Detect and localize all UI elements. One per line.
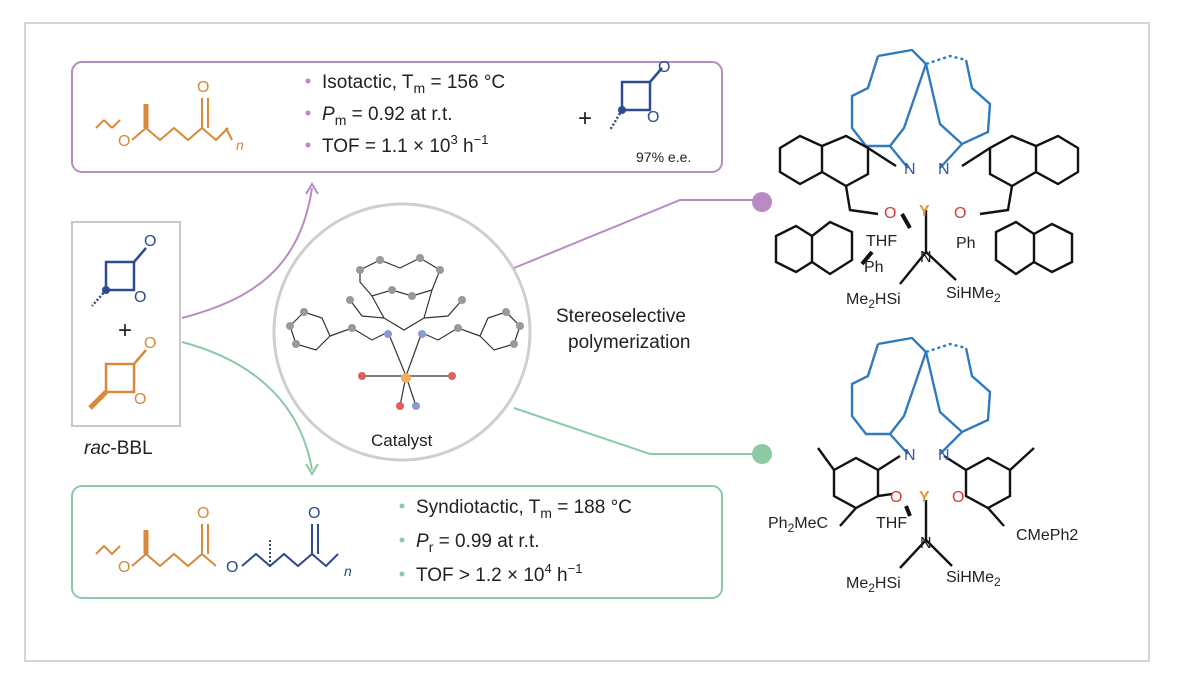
monomer-orange bbox=[88, 349, 147, 410]
struct-top-n-amide: N bbox=[920, 249, 932, 266]
struct-bot-n-right: N bbox=[938, 447, 950, 464]
structure-bottom-atoms: N N Y O O THF N Ph2MeC CMePh2 Me2HSi SiH… bbox=[768, 447, 1078, 595]
lactone-ring-o: O bbox=[647, 109, 659, 126]
ee-label: 97% e.e. bbox=[636, 149, 691, 165]
struct-top-o-right: O bbox=[954, 205, 966, 222]
polymer-o-atom: O bbox=[118, 133, 130, 150]
monomer-orange-co: O bbox=[144, 335, 156, 352]
struct-top-ph-left: Ph bbox=[864, 259, 884, 276]
monomer-plus: + bbox=[118, 317, 132, 344]
bullet-pr: Pr = 0.99 at r.t. bbox=[416, 531, 540, 555]
lactone-carbonyl-o: O bbox=[658, 59, 670, 76]
isotactic-bullets: Isotactic, Tm = 156 °C Pm = 0.92 at r.t.… bbox=[305, 72, 505, 157]
monomer-navy-co: O bbox=[144, 233, 156, 250]
struct-top-thf: THF bbox=[866, 233, 897, 250]
connector-bottom bbox=[513, 407, 760, 455]
stereoselective-text-line2: polymerization bbox=[568, 332, 691, 353]
synd-n-subscript: n bbox=[344, 563, 352, 579]
catalyst-circle bbox=[272, 202, 532, 462]
catalyst-structure-bottom bbox=[817, 336, 1035, 569]
struct-top-n-right: N bbox=[938, 161, 950, 178]
struct-top-yttrium: Y bbox=[919, 203, 930, 220]
struct-bot-yttrium: Y bbox=[919, 489, 930, 506]
isotactic-polymer-structure bbox=[95, 98, 233, 142]
monomer-navy-stereodot bbox=[102, 286, 110, 294]
syndiotactic-polymer-structure bbox=[95, 524, 339, 568]
bullet-syndiotactic: Syndiotactic, Tm = 188 °C bbox=[416, 497, 632, 521]
struct-bot-o-right: O bbox=[952, 489, 964, 506]
bullet-pm: Pm = 0.92 at r.t. bbox=[322, 104, 453, 128]
connector-dot-bottom bbox=[752, 444, 772, 464]
isotactic-box bbox=[71, 61, 723, 173]
syndiotactic-box bbox=[71, 485, 723, 599]
synd-o-atom-2: O bbox=[226, 559, 238, 576]
synd-carbonyl-o-1: O bbox=[197, 505, 209, 522]
stereocenter-dot bbox=[618, 106, 626, 114]
bullet-tof-bottom: TOF > 1.2 × 104 h−1 bbox=[416, 561, 582, 586]
stereoselective-text-line1: Stereoselective bbox=[556, 306, 686, 327]
monomer-box bbox=[71, 221, 181, 427]
polymer-carbonyl-o: O bbox=[197, 79, 209, 96]
struct-bot-cmeph2: CMePh2 bbox=[1016, 527, 1078, 544]
bullet-tof-top: TOF = 1.1 × 103 h−1 bbox=[322, 132, 488, 157]
connector-top bbox=[513, 199, 760, 269]
rac-bbl-label: rac-BBL bbox=[84, 438, 153, 459]
plus-top: + bbox=[578, 105, 592, 132]
synd-o-atom-1: O bbox=[118, 559, 130, 576]
arrowhead-bottom bbox=[305, 463, 319, 476]
struct-bot-n-left: N bbox=[904, 447, 916, 464]
polymer-n-subscript: n bbox=[236, 137, 244, 153]
struct-bot-sihme2: SiHMe2 bbox=[946, 569, 1001, 589]
struct-top-ph-right: Ph bbox=[956, 235, 976, 252]
struct-top-sihme2: SiHMe2 bbox=[946, 285, 1001, 305]
struct-bot-me2hsi: Me2HSi bbox=[846, 575, 901, 595]
monomer-navy-ro: O bbox=[134, 289, 146, 306]
connector-dot-top bbox=[752, 192, 772, 212]
catalyst-label: Catalyst bbox=[371, 431, 433, 450]
catalyst-structure-top bbox=[774, 48, 1080, 285]
struct-bot-ph2mec: Ph2MeC bbox=[768, 515, 828, 535]
struct-top-o-left: O bbox=[884, 205, 896, 222]
synd-carbonyl-o-2: O bbox=[308, 505, 320, 522]
beta-lactone-top bbox=[608, 67, 663, 131]
monomer-orange-ro: O bbox=[134, 391, 146, 408]
syndiotactic-bullets: Syndiotactic, Tm = 188 °C Pr = 0.99 at r… bbox=[399, 497, 632, 586]
struct-bot-n-amide: N bbox=[920, 535, 932, 552]
struct-bot-o-left: O bbox=[890, 489, 902, 506]
arrowhead-top bbox=[305, 182, 319, 195]
struct-top-me2hsi: Me2HSi bbox=[846, 291, 901, 311]
arrow-to-isotactic bbox=[181, 187, 313, 319]
arrow-to-syndiotactic bbox=[181, 341, 313, 471]
structure-top-atoms: N N Y O O THF Ph Ph N Me2HSi SiHMe2 bbox=[846, 161, 1001, 311]
crystal-atoms bbox=[286, 254, 524, 410]
struct-bot-thf: THF bbox=[876, 515, 907, 532]
bullet-isotactic: Isotactic, Tm = 156 °C bbox=[322, 72, 505, 96]
monomer-navy bbox=[91, 247, 147, 307]
figure-frame bbox=[24, 22, 1150, 662]
struct-top-n-left: N bbox=[904, 161, 916, 178]
